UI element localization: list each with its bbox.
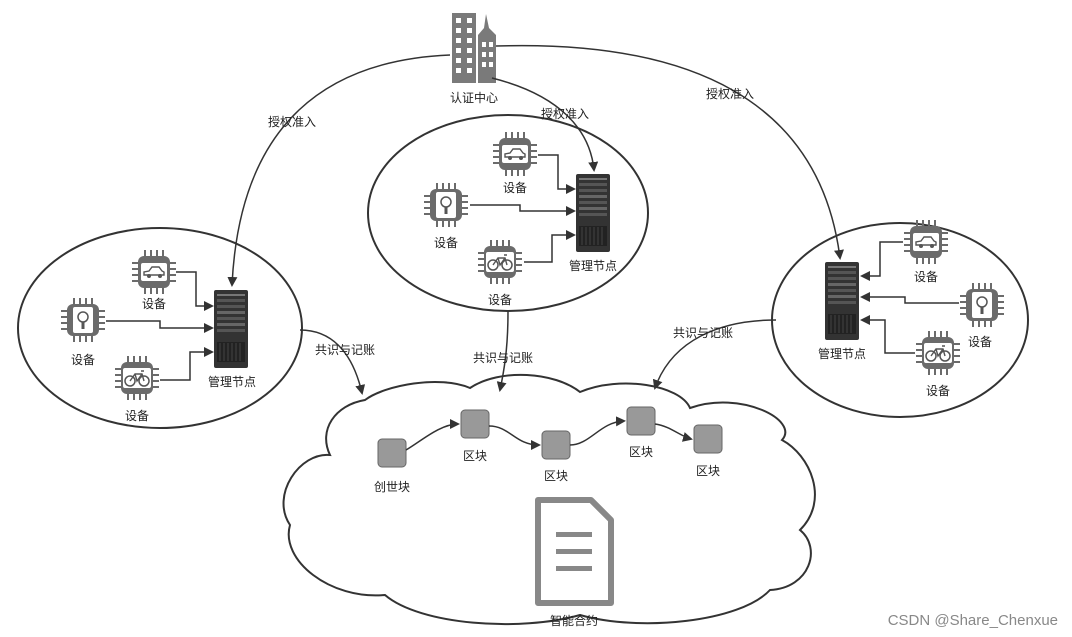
device-label: 设备	[142, 297, 166, 311]
auth-arrow-center	[491, 77, 599, 172]
block	[460, 409, 490, 439]
auth-label-center: 授权准入	[541, 106, 589, 121]
genesis-block	[377, 438, 407, 468]
device-label: 设备	[503, 181, 527, 195]
lock-chip-icon	[61, 298, 105, 342]
car-chip-icon	[904, 220, 948, 264]
consensus-arrow-left	[299, 329, 366, 395]
consensus-label-right: 共识与记账	[673, 326, 733, 340]
device-label: 设备	[968, 335, 992, 349]
right-group: 管理节点 设备 设备 设备	[818, 220, 1004, 398]
left-group: 管理节点 设备 设备 设备	[61, 250, 256, 423]
bike-chip-icon	[115, 356, 159, 400]
block	[693, 424, 723, 454]
device-label: 设备	[125, 409, 149, 423]
consensus-arrow-right	[652, 319, 777, 390]
node-label-right: 管理节点	[818, 346, 866, 361]
auth-arrow-right	[495, 44, 844, 260]
device-label: 设备	[926, 384, 950, 398]
block-label: 区块	[696, 464, 720, 478]
block	[626, 406, 656, 436]
server-icon	[575, 173, 611, 253]
car-chip-icon	[132, 250, 176, 294]
server-icon	[213, 289, 249, 369]
genesis-label: 创世块	[374, 480, 410, 494]
consensus-arrow-center	[496, 310, 509, 392]
bike-chip-icon	[916, 331, 960, 375]
device-label: 设备	[434, 236, 458, 250]
auth-label-right: 授权准入	[706, 86, 754, 101]
consensus-label-left: 共识与记账	[315, 343, 375, 357]
center-group: 管理节点 设备 设备 设备	[424, 132, 617, 307]
device-label: 设备	[71, 353, 95, 367]
block	[541, 430, 571, 460]
consensus-label-center: 共识与记账	[473, 351, 533, 365]
block-label: 区块	[629, 445, 653, 459]
block-label: 区块	[463, 449, 487, 463]
node-label-left: 管理节点	[208, 374, 256, 389]
auth-arrow-left	[227, 54, 451, 287]
building-icon	[452, 13, 496, 83]
lock-chip-icon	[960, 283, 1004, 327]
block-label: 区块	[544, 469, 568, 483]
device-label: 设备	[488, 293, 512, 307]
watermark: CSDN @Share_Chenxue	[888, 612, 1058, 629]
auth-center-label: 认证中心	[450, 90, 498, 105]
lock-chip-icon	[424, 183, 468, 227]
block-chain: 创世块 区块 区块 区块 区块	[374, 406, 723, 494]
left-group-ellipse	[17, 227, 303, 429]
server-icon	[824, 261, 860, 341]
contract-label: 智能合约	[550, 613, 598, 628]
car-chip-icon	[493, 132, 537, 176]
device-label: 设备	[914, 270, 938, 284]
node-label-center: 管理节点	[569, 258, 617, 273]
document-icon	[535, 497, 614, 606]
blockchain-cloud	[282, 373, 816, 626]
bike-chip-icon	[478, 240, 522, 284]
auth-label-left: 授权准入	[268, 114, 316, 129]
